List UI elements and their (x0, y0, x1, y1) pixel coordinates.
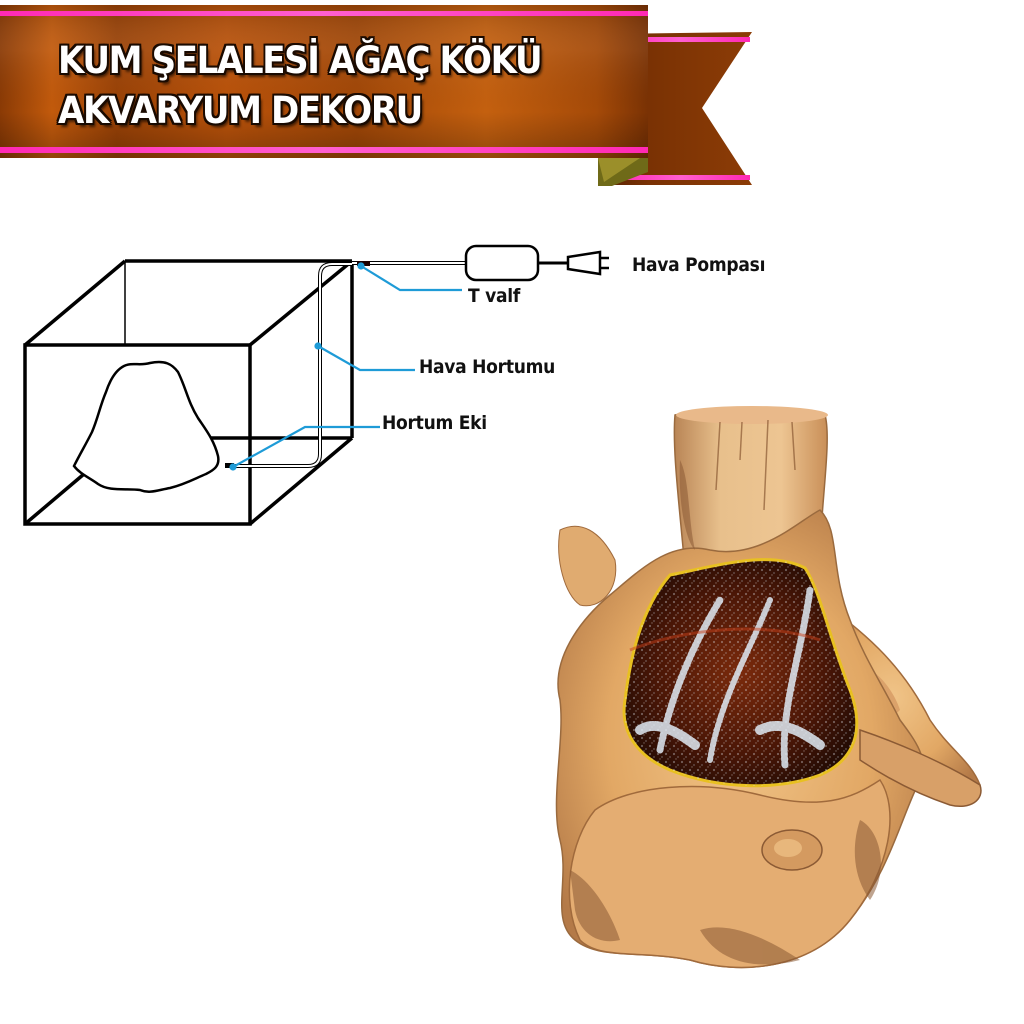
label-hose-connector: Hortum Eki (382, 412, 487, 434)
product-image (520, 400, 1000, 1000)
page-title: KUM ŞELALESİ AĞAÇ KÖKÜ AKVARYUM DEKORU (58, 36, 543, 136)
air-pump-icon (464, 244, 540, 282)
setup-diagram: Hava Pompası T valf Hava Hortumu Hortum … (0, 230, 820, 540)
title-line-2: AKVARYUM DEKORU (58, 89, 423, 132)
title-line-1: KUM ŞELALESİ AĞAÇ KÖKÜ (58, 39, 543, 82)
ribbon-graphic (0, 5, 752, 186)
title-banner: KUM ŞELALESİ AĞAÇ KÖKÜ AKVARYUM DEKORU (0, 0, 760, 200)
decor-outline-icon (72, 360, 220, 493)
hose-connector-icon (225, 463, 234, 468)
label-air-pump: Hava Pompası (632, 254, 766, 276)
aquarium-diagram-graphic (23, 244, 609, 526)
tree-root-decor-illustration (555, 406, 982, 969)
label-air-hose: Hava Hortumu (419, 356, 556, 378)
label-t-valve: T valf (468, 285, 520, 307)
air-hose-icon (228, 261, 465, 468)
leader-lines (229, 262, 462, 471)
aquarium-tank-icon (23, 259, 354, 526)
power-plug-icon (566, 250, 609, 276)
